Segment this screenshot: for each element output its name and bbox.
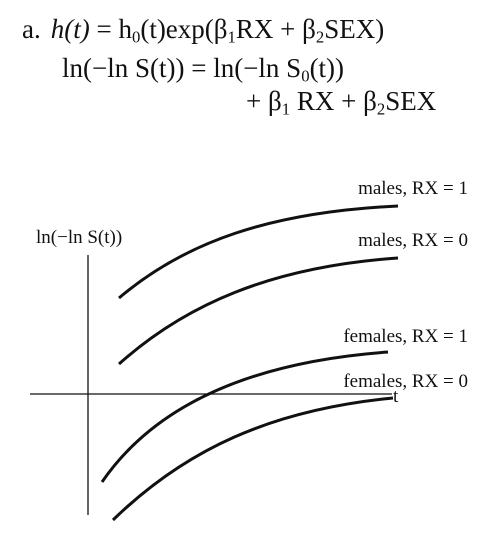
log-log-equation-continued: + β1 RX + β2SEX	[246, 86, 437, 118]
curve-males-rx1	[118, 204, 399, 300]
x-axis-label: t	[393, 386, 399, 407]
rx-term: RX + β	[235, 14, 316, 44]
sex-term: SEX)	[324, 14, 385, 44]
curve-label-males-rx1: males, RX = 1	[358, 178, 468, 199]
sex-term-2: SEX	[385, 86, 437, 116]
curve-males-rx0	[118, 256, 399, 366]
beta1-subscript-2: 1	[281, 99, 291, 119]
curve-females-rx0	[111, 396, 394, 522]
equals-baseline-hazard: = h	[89, 14, 132, 44]
log-log-equation: ln(−ln S(t)) = ln(−ln S0(t))	[62, 53, 345, 85]
beta1-term: + β	[246, 86, 282, 116]
beta2-subscript: 2	[315, 27, 325, 47]
y-axis-label: ln(−ln S(t))	[36, 227, 122, 248]
rx-term-2: RX + β	[290, 86, 377, 116]
log-log-right: (t))	[309, 53, 345, 83]
part-label: a.	[22, 14, 41, 44]
beta1-subscript: 1	[227, 27, 236, 47]
baseline-survival-subscript: 0	[301, 66, 310, 86]
hazard-argument: (t)	[64, 14, 90, 44]
baseline-subscript: 0	[131, 27, 141, 47]
curve-label-males-rx0: males, RX = 0	[358, 230, 468, 251]
curve-label-females-rx1: females, RX = 1	[343, 326, 468, 347]
beta2-subscript-2: 2	[376, 99, 386, 119]
exp-term: (t)exp(β	[140, 14, 228, 44]
hazard-equation: a. h(t) = h0(t)exp(β1RX + β2SEX)	[22, 14, 385, 46]
log-log-left: ln(−ln S(t)) = ln(−ln S	[62, 53, 302, 83]
curve-label-females-rx0: females, RX = 0	[343, 371, 468, 392]
hazard-symbol: h	[50, 14, 65, 44]
curve-females-rx1	[100, 350, 389, 483]
